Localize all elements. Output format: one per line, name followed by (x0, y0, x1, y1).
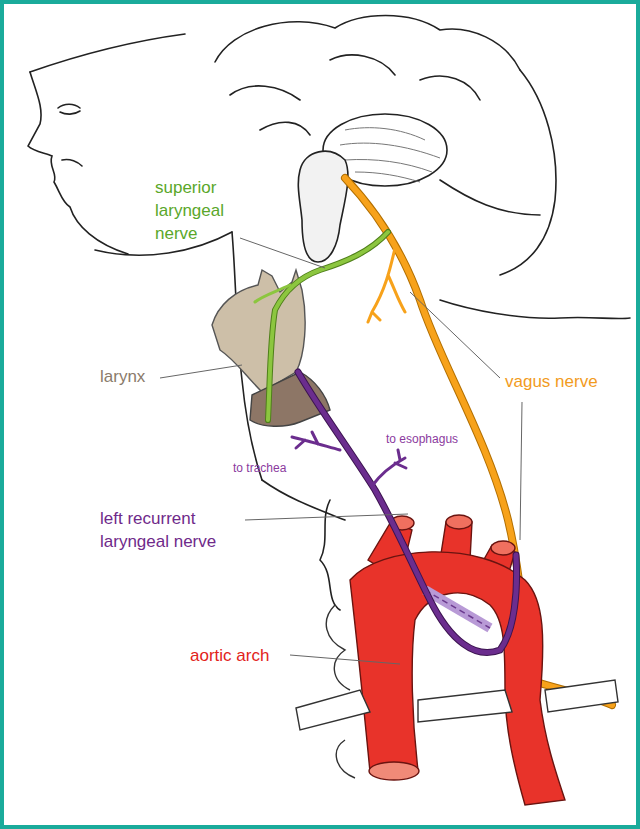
part-label: left recurrent laryngeal nerve (100, 507, 240, 553)
leader-line (410, 292, 500, 378)
brain (298, 114, 447, 262)
aortic-arch-shape (350, 515, 565, 805)
leader-lines (160, 238, 522, 664)
leader-line (290, 655, 400, 664)
branch-label: to esophagus (386, 432, 458, 447)
part-label: larynx (100, 366, 145, 388)
pulmonary-vessels (296, 605, 618, 778)
leader-line (245, 514, 408, 520)
branch-label: to trachea (233, 461, 286, 476)
leader-line (520, 402, 522, 540)
part-label: vagus nerve (505, 371, 598, 393)
part-label: superior laryngeal nerve (155, 176, 245, 245)
part-label: aortic arch (190, 645, 269, 667)
superior-laryngeal-nerve-shape (255, 232, 388, 420)
head-outline (28, 16, 630, 611)
recurrent-laryngeal-nerve-shape (292, 372, 517, 653)
leader-line (160, 365, 242, 378)
leader-line (240, 238, 325, 268)
